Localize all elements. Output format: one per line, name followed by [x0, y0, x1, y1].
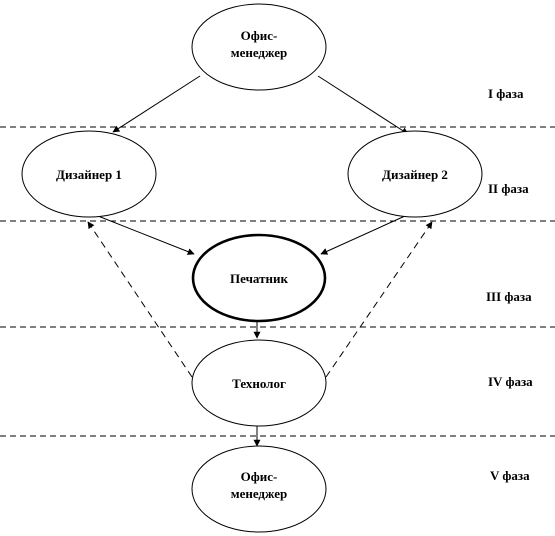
node-printer-label: Печатник — [230, 271, 288, 286]
arrow-office-to-designer-1 — [112, 75, 201, 133]
phase-label-5: V фаза — [490, 468, 530, 483]
phase-label-1: I фаза — [488, 86, 524, 101]
arrow-designer-2-to-printer — [320, 215, 406, 255]
node-designer-1: Дизайнер 1 — [21, 130, 157, 218]
arrow-designer-1-to-printer — [97, 215, 195, 255]
node-office-manager-bottom: Офис- менеджер — [191, 445, 327, 533]
node-designer-1-label: Дизайнер 1 — [56, 167, 122, 182]
node-office-manager-bottom-line-1: Офис- — [241, 469, 278, 484]
node-office-manager-top: Офис- менеджер — [191, 3, 327, 91]
node-office-manager-top-line-1: Офис- — [241, 28, 278, 43]
node-technologist-label: Технолог — [232, 376, 286, 391]
node-printer: Печатник — [191, 233, 327, 323]
node-office-manager-bottom-line-2: менеджер — [231, 486, 288, 501]
node-designer-2: Дизайнер 2 — [347, 130, 483, 218]
feedback-arrow-technologist-to-designer-2 — [325, 221, 433, 378]
node-office-manager-top-line-2: менеджер — [231, 45, 288, 60]
feedback-arrow-technologist-to-designer-1 — [87, 221, 193, 378]
phase-label-4: IV фаза — [488, 374, 533, 389]
node-technologist: Технолог — [191, 339, 327, 427]
phase-label-3: III фаза — [486, 289, 532, 304]
phase-label-2: II фаза — [488, 181, 529, 196]
arrow-office-to-designer-2 — [317, 75, 409, 135]
node-designer-2-label: Дизайнер 2 — [382, 167, 448, 182]
